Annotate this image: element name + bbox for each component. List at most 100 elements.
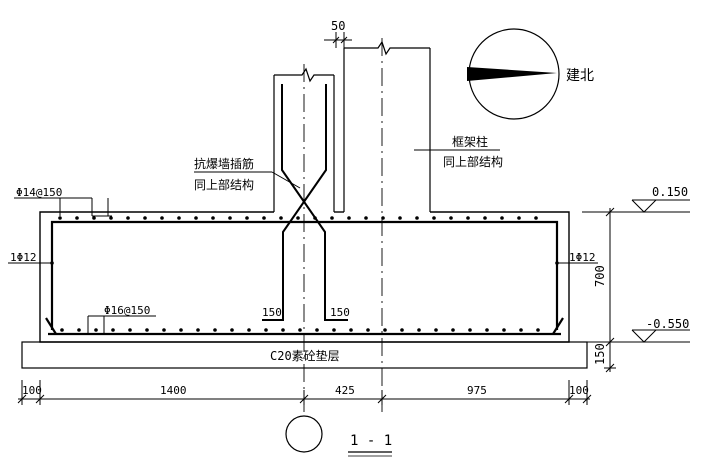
elevation-top-marker — [582, 199, 690, 213]
rebar-dot — [213, 328, 217, 332]
rebar-dot — [534, 216, 538, 220]
rebar-dot — [247, 328, 251, 332]
rebar-dot — [211, 216, 215, 220]
rebar-dot — [245, 216, 249, 220]
side-rebar-right-label: 1Φ12 — [569, 251, 596, 264]
elevation-bottom-label: -0.550 — [646, 317, 689, 331]
rebar-dot — [77, 328, 81, 332]
rebar-dot — [415, 216, 419, 220]
rebar-dot — [264, 328, 268, 332]
rebar-dot — [366, 328, 370, 332]
rebar-dot — [383, 328, 387, 332]
rebar-dot — [228, 216, 232, 220]
rebar-dot — [432, 216, 436, 220]
rebar-dot — [145, 328, 149, 332]
dim-50-label: 50 — [331, 19, 345, 33]
foundation-rebar — [45, 220, 564, 336]
rebar-dot — [128, 328, 132, 332]
rebar-dot — [94, 328, 98, 332]
vertical-dimension — [604, 207, 616, 373]
rebar-dot — [298, 328, 302, 332]
rebar-dot — [483, 216, 487, 220]
column-note-line2: 同上部结构 — [443, 154, 503, 169]
rebar-dot — [536, 328, 540, 332]
depth-700-label: 700 — [593, 265, 607, 287]
dim-50 — [324, 32, 352, 48]
rebar-dot — [502, 328, 506, 332]
rebar-dot — [398, 216, 402, 220]
rebar-dot — [468, 328, 472, 332]
rebar-dot — [313, 216, 317, 220]
rebar-dot — [451, 328, 455, 332]
rebar-dot — [400, 328, 404, 332]
rebar-dot — [177, 216, 181, 220]
north-label: 建北 — [566, 68, 594, 84]
rebar-dot — [92, 216, 96, 220]
dim-425: 425 — [335, 384, 355, 397]
anchor-right-label: 150 — [330, 306, 350, 319]
rebar-dot — [194, 216, 198, 220]
column-note-line1: 框架柱 — [452, 134, 488, 149]
rebar-dot — [519, 328, 523, 332]
rebar-dot — [517, 216, 521, 220]
rebar-dot — [347, 216, 351, 220]
rebar-dots — [50, 216, 559, 332]
rebar-dot — [364, 216, 368, 220]
elevation-bottom-marker — [582, 329, 690, 343]
top-rebar-leader — [14, 197, 112, 217]
rebar-dot — [434, 328, 438, 332]
rebar-dot — [485, 328, 489, 332]
dim-100-right: 100 — [569, 384, 589, 397]
rebar-dot — [332, 328, 336, 332]
foundation-outline — [39, 211, 570, 343]
rebar-dot — [196, 328, 200, 332]
rebar-dot — [381, 216, 385, 220]
north-arrow: 建北 — [467, 28, 594, 120]
wall-dowel-bars — [262, 84, 348, 321]
elevation-top-label: 0.150 — [652, 185, 688, 199]
rebar-dot — [262, 216, 266, 220]
rebar-dot — [349, 328, 353, 332]
rebar-dot — [60, 328, 64, 332]
dim-975: 975 — [467, 384, 487, 397]
rebar-dot — [111, 328, 115, 332]
rebar-dot — [315, 328, 319, 332]
rebar-dot — [279, 216, 283, 220]
bottom-rebar-label: Φ16@150 — [104, 304, 150, 317]
rebar-dot — [466, 216, 470, 220]
side-rebar-left-label: 1Φ12 — [10, 251, 37, 264]
rebar-dot — [330, 216, 334, 220]
anchor-left-label: 150 — [262, 306, 282, 319]
blast-wall — [273, 67, 335, 212]
rebar-dot — [179, 328, 183, 332]
rebar-dot — [230, 328, 234, 332]
section-title: 1 - 1 — [350, 433, 392, 449]
grid-bubble — [285, 415, 323, 453]
rebar-dot — [162, 328, 166, 332]
rebar-dot — [75, 216, 79, 220]
wall-note-line1: 抗爆墙插筋 — [194, 156, 254, 171]
dim-100-left: 100 — [22, 384, 42, 397]
north-pointer-icon — [467, 67, 557, 81]
dim-1400: 1400 — [160, 384, 187, 397]
pad-label: C20素砼垫层 — [270, 348, 340, 363]
rebar-dot — [109, 216, 113, 220]
rebar-dot — [417, 328, 421, 332]
rebar-dot — [281, 328, 285, 332]
rebar-dot — [58, 216, 62, 220]
bottom-rebar-leader — [87, 315, 156, 334]
horizontal-dimension — [17, 380, 592, 405]
wall-note-line2: 同上部结构 — [194, 177, 254, 192]
rebar-dot — [296, 216, 300, 220]
rebar-dot — [500, 216, 504, 220]
frame-column — [343, 40, 431, 212]
rebar-dot — [160, 216, 164, 220]
depth-150-label: 150 — [593, 343, 607, 365]
rebar-dot — [143, 216, 147, 220]
top-rebar-label: Φ14@150 — [16, 186, 62, 199]
concrete-pad — [21, 341, 588, 369]
rebar-dot — [449, 216, 453, 220]
rebar-dot — [126, 216, 130, 220]
